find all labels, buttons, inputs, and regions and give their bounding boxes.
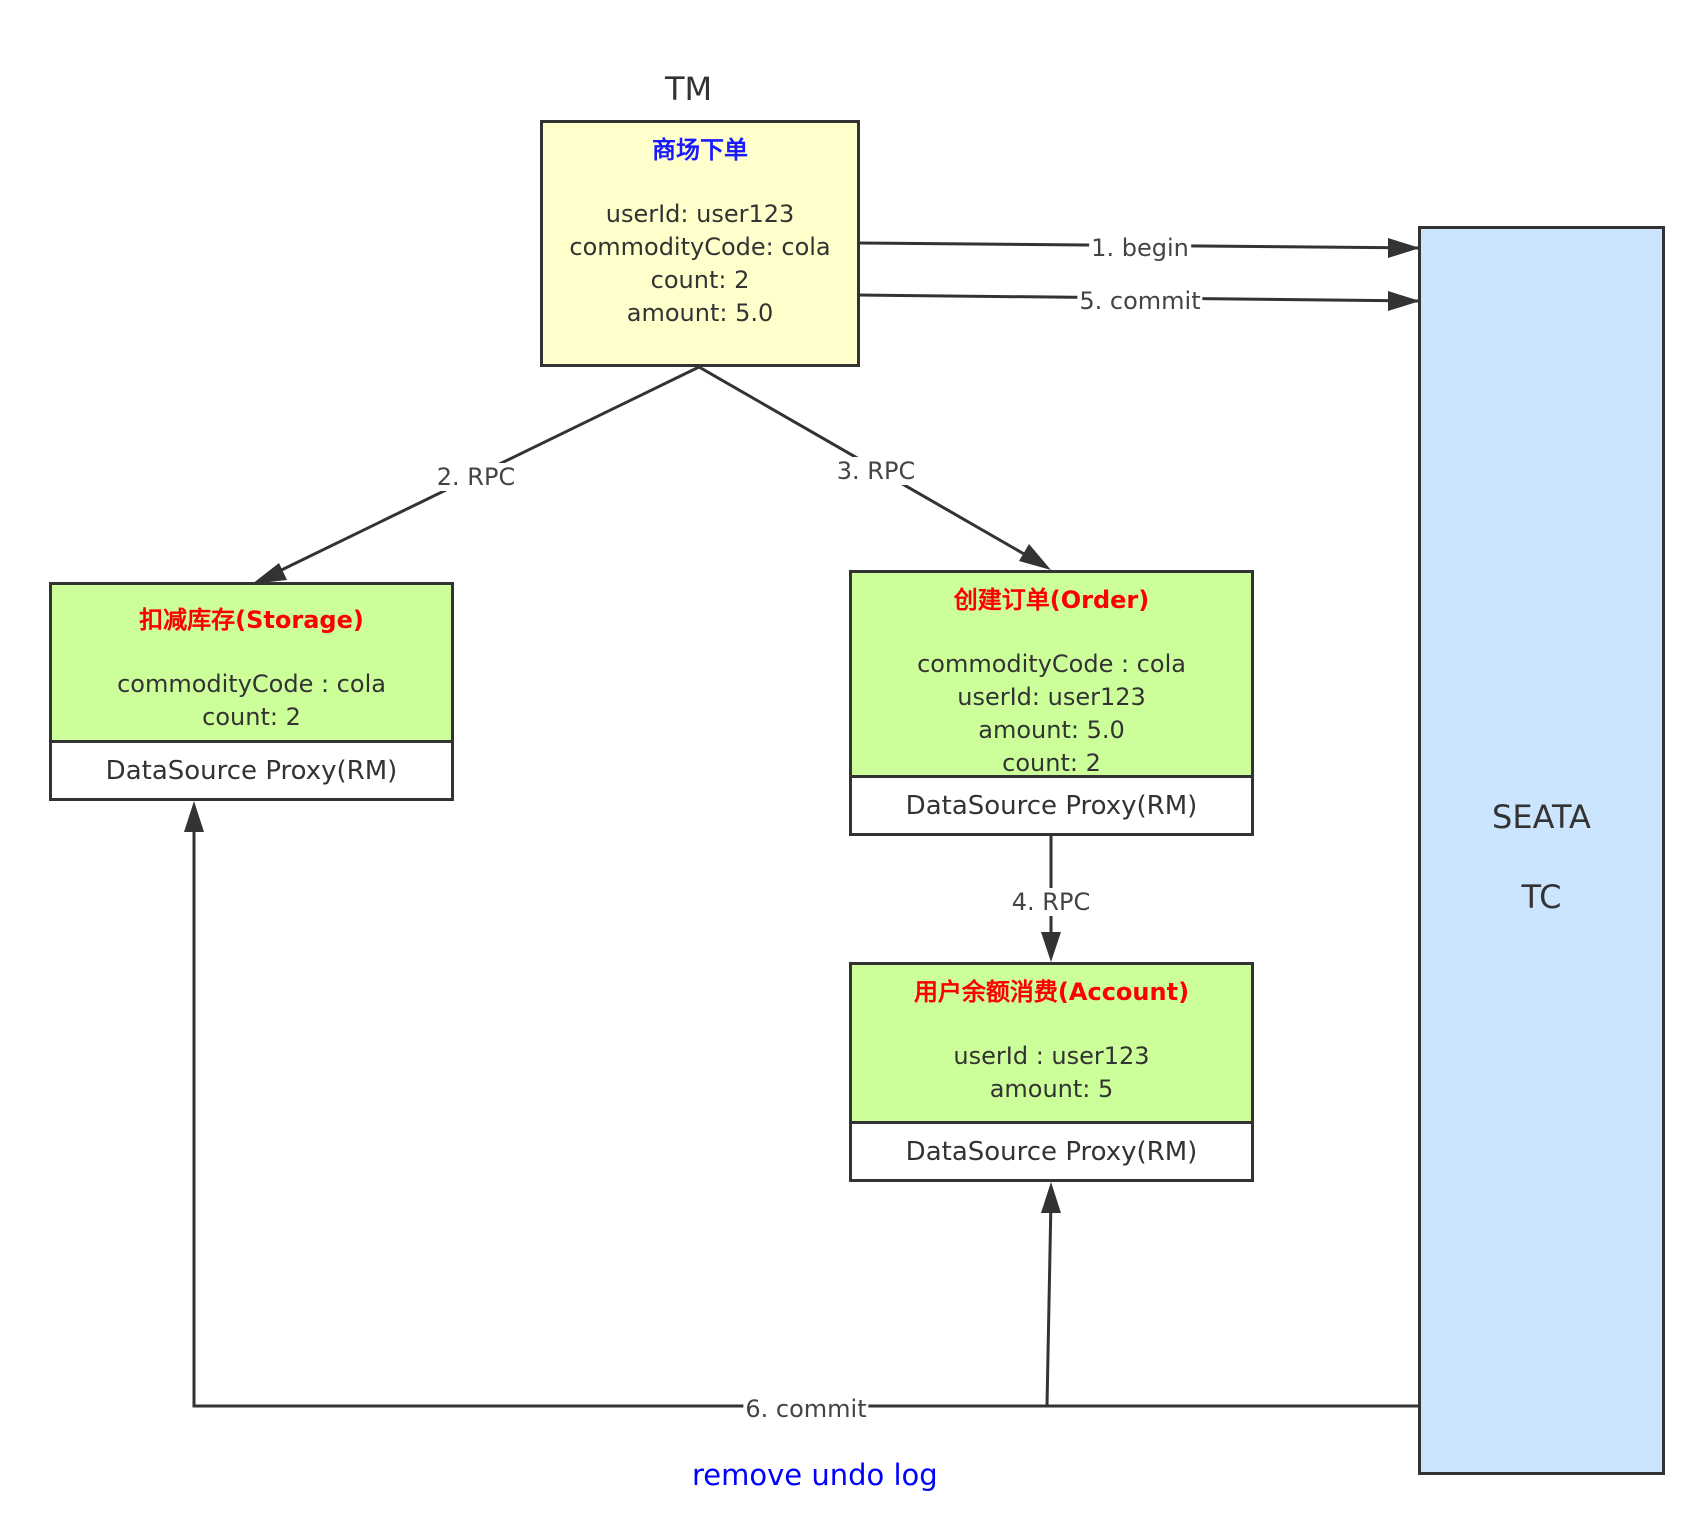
account-box-title: 用户余额消费(Account) xyxy=(913,978,1190,1006)
storage-box-title: 扣减库存(Storage) xyxy=(139,606,364,634)
order-datasource-proxy: DataSource Proxy(RM) xyxy=(852,775,1251,833)
order-box-title: 创建订单(Order) xyxy=(953,586,1150,614)
edge-label-rpc4: 4. RPC xyxy=(1009,888,1093,916)
commit6-storage-arrowhead xyxy=(184,801,204,832)
storage-box: 扣减库存(Storage) commodityCode : cola count… xyxy=(49,582,454,801)
tc-box-role: TC xyxy=(1521,878,1562,916)
account-box: 用户余额消费(Account) userId : user123 amount:… xyxy=(849,962,1254,1182)
edge-label-commit5: 5. commit xyxy=(1077,287,1203,315)
edge-label-rpc3: 3. RPC xyxy=(834,457,918,485)
storage-box-line: commodityCode : cola xyxy=(117,670,386,698)
tm-box-line: commodityCode: cola xyxy=(569,233,831,261)
edge-label-rpc2: 2. RPC xyxy=(434,463,518,491)
account-datasource-proxy: DataSource Proxy(RM) xyxy=(852,1121,1251,1179)
order-box-line: count: 2 xyxy=(1002,749,1101,777)
rpc4-arrowhead xyxy=(1041,932,1061,962)
commit5-arrowhead xyxy=(1388,291,1420,311)
begin-arrowhead xyxy=(1388,238,1420,258)
tm-box: 商场下单 userId: user123 commodityCode: cola… xyxy=(540,120,860,367)
edge-label-commit6: 6. commit xyxy=(743,1395,869,1423)
order-box: 创建订单(Order) commodityCode : cola userId:… xyxy=(849,570,1254,836)
tm-box-line: userId: user123 xyxy=(605,200,795,228)
rpc2-arrowhead xyxy=(252,563,287,584)
storage-datasource-proxy: DataSource Proxy(RM) xyxy=(52,740,451,798)
remove-undo-log-note: remove undo log xyxy=(692,1458,938,1492)
order-box-line: amount: 5.0 xyxy=(978,716,1125,744)
order-box-line: userId: user123 xyxy=(957,683,1146,711)
edge-label-begin: 1. begin xyxy=(1089,234,1191,262)
rpc3-arrowhead xyxy=(1019,544,1051,570)
tm-box-line: amount: 5.0 xyxy=(626,299,774,327)
tm-box-title: 商场下单 xyxy=(652,136,748,164)
order-box-line: commodityCode : cola xyxy=(917,650,1186,678)
tc-box-name: SEATA xyxy=(1492,798,1591,836)
storage-box-line: count: 2 xyxy=(202,703,301,731)
account-box-line: userId : user123 xyxy=(953,1042,1150,1070)
commit6-account-arrowhead xyxy=(1041,1182,1061,1213)
account-box-line: amount: 5 xyxy=(989,1075,1114,1103)
commit6-account-line xyxy=(1045,1199,1053,1407)
tm-box-line: count: 2 xyxy=(650,266,750,294)
commit6-line xyxy=(192,820,1418,1408)
tm-label: TM xyxy=(665,70,713,108)
tc-box: SEATA TC xyxy=(1418,226,1665,1475)
